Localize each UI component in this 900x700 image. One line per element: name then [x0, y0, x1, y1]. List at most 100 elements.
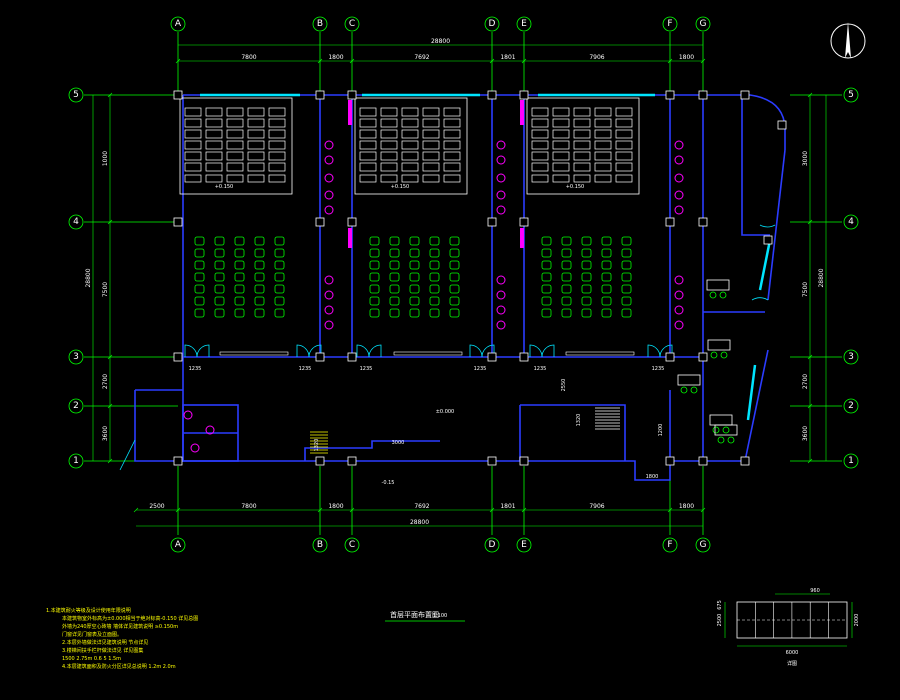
level-mark: ±0.000 [436, 409, 455, 415]
office-desk [677, 374, 701, 386]
axis-bubble [843, 398, 859, 414]
chair [449, 296, 460, 306]
axis-bubble [662, 537, 678, 553]
computer-desk [422, 107, 440, 117]
desk-area [179, 97, 293, 195]
chair [601, 272, 612, 282]
column [665, 90, 675, 100]
computer-desk [443, 140, 461, 150]
computer-desk [268, 174, 286, 183]
computer-desk [443, 151, 461, 161]
chair [254, 284, 265, 294]
fixtures [183, 100, 684, 453]
chair [389, 308, 400, 318]
computer-desk [443, 129, 461, 139]
axis-label: 1 [848, 456, 854, 466]
column [698, 90, 708, 100]
column [665, 456, 675, 466]
dimension-tick [107, 92, 113, 98]
chair [409, 236, 420, 246]
note-line: 本建筑物室外标高为±0.000相当于绝对标高-0.150 详见总图 [62, 615, 198, 622]
door-dim: 1235 [360, 366, 373, 372]
door-swing [759, 224, 776, 228]
cabinet-fixture [496, 275, 506, 285]
dimension-text: 7500 [802, 282, 809, 297]
computer-desk [359, 162, 377, 172]
computer-desk [247, 118, 265, 128]
axis-label: 1 [73, 456, 79, 466]
computer-desk [615, 151, 633, 161]
computer-desk [401, 107, 419, 117]
computer-desk [615, 107, 633, 117]
computer-desk [268, 107, 286, 117]
computer-desk [247, 162, 265, 172]
computer-desk [552, 162, 570, 172]
chair [274, 308, 285, 318]
computer-desk [531, 174, 549, 183]
chair [720, 351, 728, 359]
computer-desk [573, 107, 591, 117]
chair [429, 296, 440, 306]
axis-label: 3 [848, 352, 854, 362]
chair [601, 296, 612, 306]
dimension-text: 1801 [500, 54, 515, 61]
dimension-text: 28800 [85, 268, 92, 287]
computer-desk [552, 174, 570, 183]
stair-dim: 1200 [658, 424, 664, 437]
axis-bubble [695, 16, 711, 32]
computer-desk [594, 174, 612, 183]
detail-dim: 6000 [786, 650, 799, 656]
dimension-text: 1800 [328, 54, 343, 61]
computer-desk [380, 118, 398, 128]
column [763, 235, 773, 245]
window [758, 239, 772, 291]
window-sill [393, 351, 463, 356]
door-swing [659, 344, 673, 358]
chair [541, 272, 552, 282]
outer-wall [767, 149, 786, 301]
axis-bubble [68, 453, 84, 469]
chair [194, 308, 205, 318]
cabinet-fixture [496, 155, 506, 165]
column [519, 217, 529, 227]
axis-label: F [667, 540, 672, 550]
chair [621, 284, 632, 294]
cabinet-fixture [496, 290, 506, 300]
door-dim: 1235 [299, 366, 312, 372]
chair [601, 260, 612, 270]
dimension-tick [700, 507, 706, 513]
dimension-tick [521, 58, 527, 64]
note-line: 1500 2.75m 0.6 5 1.5m [62, 656, 121, 662]
computer-desk [268, 118, 286, 128]
axis-bubble [68, 214, 84, 230]
plan-scale: 1:100 [433, 613, 447, 619]
dimension-tick [349, 507, 355, 513]
dimension-tick [107, 219, 113, 225]
chair [561, 296, 572, 306]
computer-desk [380, 174, 398, 183]
computer-desk [205, 151, 223, 161]
cabinet-fixture [324, 173, 334, 183]
computer-desk [205, 162, 223, 172]
computer-desk [552, 151, 570, 161]
computer-desk [184, 107, 202, 117]
computer-desk [531, 118, 549, 128]
stair-wall [304, 440, 440, 461]
detail-dim: 2000 [854, 614, 860, 627]
note-line: 门窗详见门窗表及立面图。 [62, 631, 122, 638]
axis-bubble [516, 16, 532, 32]
axis-label: B [317, 540, 323, 550]
door-swing [184, 344, 198, 358]
dimension-text: 28800 [818, 268, 825, 287]
door-swing [481, 344, 495, 358]
chair [690, 386, 698, 394]
chair [369, 296, 380, 306]
chair [601, 248, 612, 258]
axis-label: C [349, 540, 355, 550]
dimension-text: 7800 [241, 54, 256, 61]
computer-desk [359, 129, 377, 139]
dimension-tick [521, 507, 527, 513]
axis-bubble [344, 537, 360, 553]
computer-desk [226, 162, 244, 172]
